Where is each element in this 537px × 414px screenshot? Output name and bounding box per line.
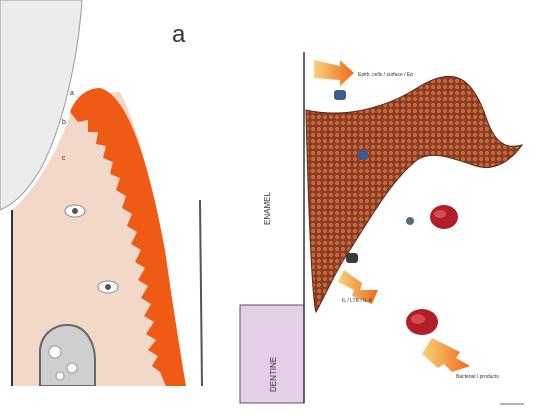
annotation-bottom: Bacterial / products	[456, 374, 499, 380]
small-cell	[358, 150, 368, 160]
inflammatory-infiltrate	[306, 76, 522, 312]
annotation-middle: IL / LTB / IL-8	[342, 298, 372, 304]
panel-letter: a	[172, 21, 186, 48]
marker-label: a	[70, 90, 74, 97]
enamel-label: ENAMEL	[263, 192, 272, 225]
vessel-cell	[65, 205, 85, 217]
gingiva-illustration: a a b c	[0, 0, 212, 414]
outer-boundary-line	[200, 200, 202, 386]
arrow-top	[314, 60, 354, 86]
small-cell	[346, 253, 358, 263]
marker-label: b	[62, 119, 66, 126]
small-cell	[334, 90, 346, 100]
red-cell	[406, 205, 458, 229]
arrow-bottom	[422, 338, 470, 372]
alveolar-bone	[40, 325, 95, 386]
annotation-top: Epith. cells / surface / Ep	[358, 72, 413, 78]
vessel-cell	[98, 281, 118, 293]
panel-a-gingiva-diagram: a a b c	[0, 0, 212, 414]
pocket-illustration: ENAMEL DENTINE Epith. cells / surface / …	[232, 0, 537, 414]
dentine-label: DENTINE	[269, 357, 278, 392]
red-cell	[406, 309, 438, 335]
panel-b-pocket-diagram: ENAMEL DENTINE Epith. cells / surface / …	[232, 0, 537, 414]
marker-label: c	[62, 155, 66, 162]
